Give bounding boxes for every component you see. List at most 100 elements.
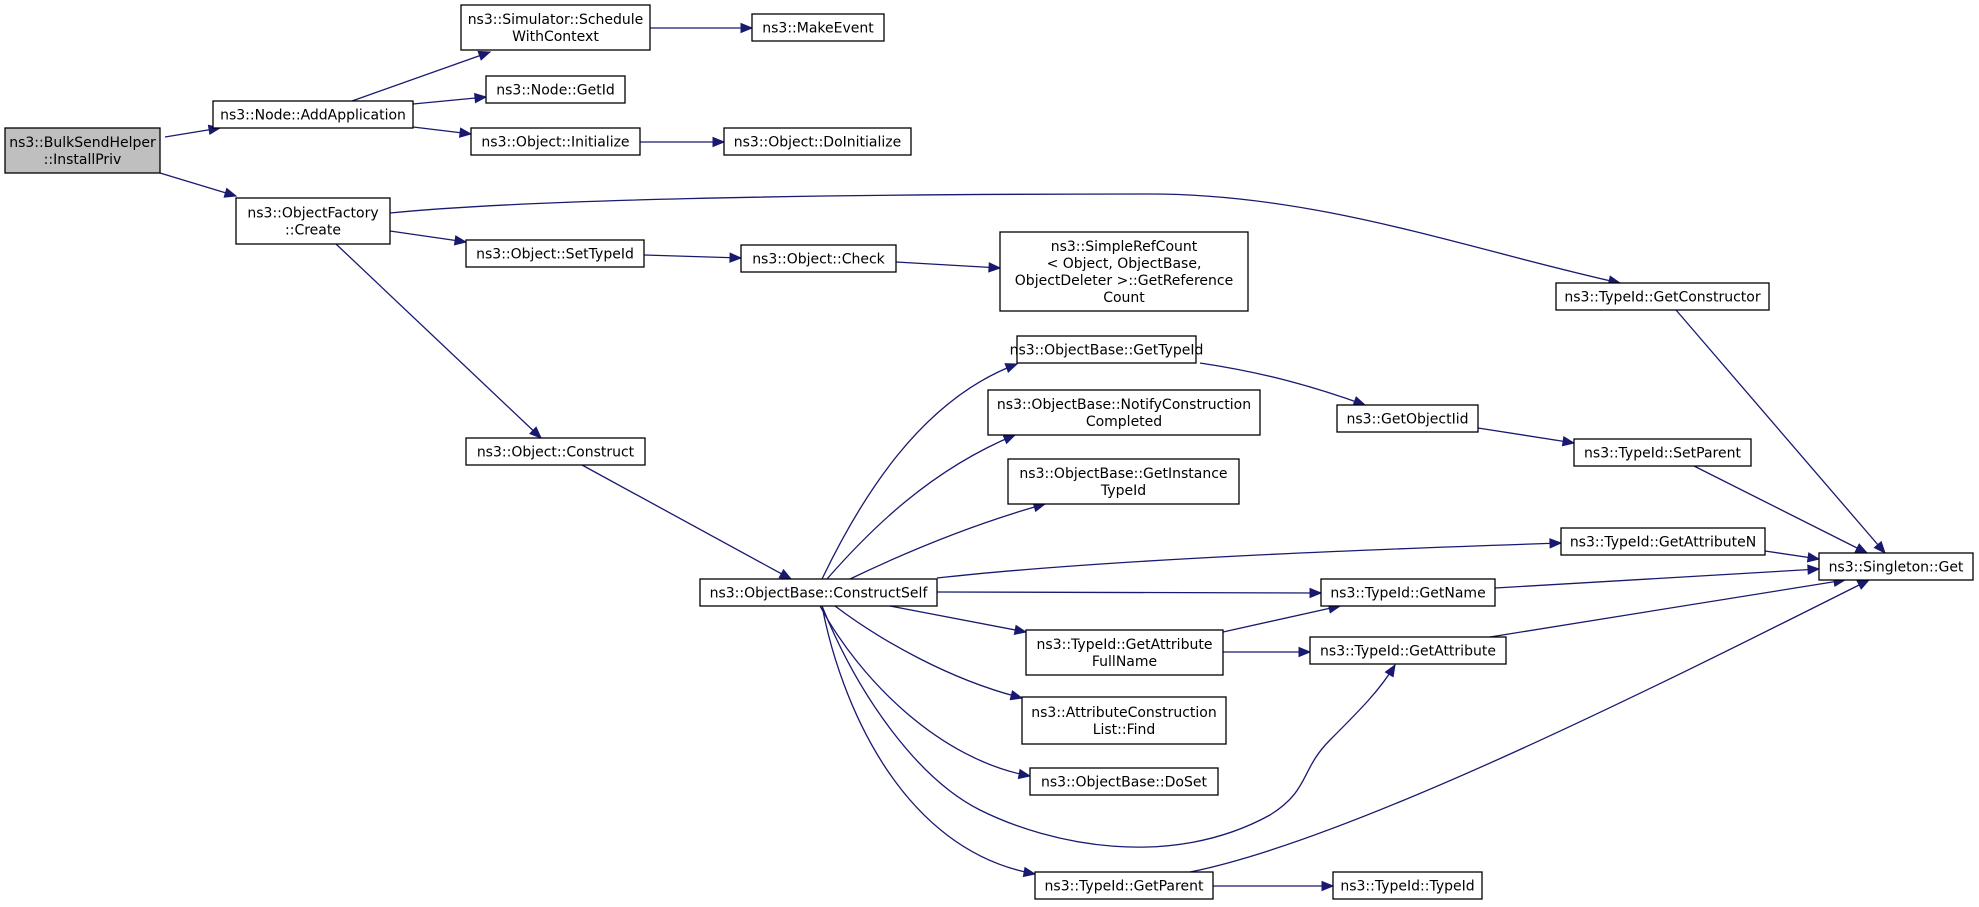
node-n18[interactable]: ns3::GetObjectIid	[1336, 404, 1479, 433]
node-box	[1007, 458, 1240, 505]
arrow-head	[1321, 880, 1335, 892]
node-n10[interactable]: ns3::Object::Check	[740, 244, 897, 273]
node-n19[interactable]: ns3::TypeId::SetParent	[1573, 438, 1752, 467]
edge-n23-n24	[1223, 646, 1312, 658]
arrow-head	[1873, 540, 1886, 555]
node-n13[interactable]: ns3::Object::Construct	[465, 437, 646, 466]
edge-n14-n20	[936, 538, 1563, 579]
node-n26[interactable]: ns3::ObjectBase::DoSet	[1029, 767, 1219, 796]
edge-n24-n21	[1489, 576, 1847, 638]
node-label: Count	[1103, 290, 1145, 306]
arrow-head	[712, 136, 726, 148]
node-label: List::Find	[1093, 722, 1156, 738]
arrow-head	[1309, 587, 1323, 599]
edge-n27-n21	[1189, 579, 1871, 873]
node-n2[interactable]: ns3::Node::AddApplication	[212, 100, 414, 129]
node-label: ns3::MakeEvent	[762, 21, 874, 37]
node-label: ns3::ObjectBase::GetTypeId	[1010, 343, 1204, 359]
node-n6[interactable]: ns3::Object::Initialize	[470, 127, 641, 156]
arrow-head	[529, 426, 542, 439]
arrow-head	[458, 127, 473, 138]
edge-line	[412, 96, 487, 105]
node-box	[470, 127, 641, 156]
arrow-head	[1384, 663, 1396, 678]
node-box	[465, 239, 645, 268]
edge-line	[159, 172, 237, 197]
arrow-head	[477, 50, 492, 61]
edge-n18-n19	[1477, 427, 1576, 447]
edge-line	[389, 230, 467, 243]
edge-line	[821, 605, 1036, 875]
node-n12[interactable]: ns3::TypeId::GetConstructor	[1555, 282, 1770, 311]
edge-n14-n23	[889, 605, 1028, 635]
node-label: ns3::ObjectFactory	[247, 206, 378, 222]
node-box	[1573, 438, 1752, 467]
node-n4[interactable]: ns3::MakeEvent	[751, 13, 885, 42]
node-box	[1555, 282, 1770, 311]
edge-line	[643, 254, 742, 259]
arrow-head	[1002, 434, 1017, 445]
node-box	[465, 437, 646, 466]
node-n9[interactable]: ns3::Object::SetTypeId	[465, 239, 645, 268]
node-n27[interactable]: ns3::TypeId::GetParent	[1034, 871, 1214, 900]
node-box	[1029, 767, 1219, 796]
node-n11[interactable]: ns3::SimpleRefCount< Object, ObjectBase,…	[999, 231, 1249, 312]
edge-n14-n16	[826, 434, 1017, 580]
edge-line	[1199, 362, 1366, 406]
arrow-head	[778, 568, 793, 580]
node-n24[interactable]: ns3::TypeId::GetAttribute	[1309, 636, 1507, 665]
edge-line	[1675, 309, 1886, 554]
arrow-head	[1009, 690, 1024, 701]
edge-n20-n21	[1764, 550, 1821, 563]
edge-n8-n9	[389, 230, 468, 246]
edge-line	[826, 434, 1016, 580]
edge-n2-n6	[412, 126, 473, 138]
node-label: FullName	[1092, 654, 1157, 670]
node-label: ns3::AttributeConstruction	[1031, 705, 1216, 721]
edges-layer	[159, 22, 1886, 892]
node-box	[740, 244, 897, 273]
arrow-head	[1004, 363, 1019, 373]
node-label: ObjectDeleter >::GetReference	[1015, 273, 1233, 289]
edge-line	[889, 605, 1027, 633]
node-label: ns3::ObjectBase::DoSet	[1041, 775, 1207, 791]
node-label: ns3::Object::Check	[752, 252, 885, 268]
node-n22[interactable]: ns3::TypeId::GetName	[1320, 578, 1496, 607]
node-n7[interactable]: ns3::Object::DoInitialize	[723, 127, 912, 156]
arrow-head	[1352, 396, 1367, 407]
node-label: ns3::Object::Initialize	[481, 135, 629, 151]
node-label: ns3::Node::GetId	[496, 83, 614, 99]
node-n20[interactable]: ns3::TypeId::GetAttributeN	[1560, 527, 1766, 556]
node-box	[1336, 404, 1479, 433]
node-label: ns3::ObjectBase::GetInstance	[1019, 466, 1227, 482]
node-n8[interactable]: ns3::ObjectFactory::Create	[235, 197, 391, 245]
node-n16[interactable]: ns3::ObjectBase::NotifyConstructionCompl…	[987, 389, 1261, 436]
arrow-head	[1856, 579, 1871, 590]
node-label: ns3::ObjectBase::ConstructSelf	[710, 586, 929, 602]
arrow-head	[1013, 624, 1028, 635]
arrow-head	[1807, 564, 1821, 575]
edge-n3-n4	[650, 22, 754, 34]
node-label: ns3::TypeId::TypeId	[1340, 879, 1474, 895]
node-n15[interactable]: ns3::ObjectBase::GetTypeId	[1010, 335, 1204, 364]
node-box	[212, 100, 414, 129]
arrow-head	[1561, 436, 1576, 447]
edge-n23-n22	[1222, 603, 1342, 633]
edge-n14-n25	[834, 605, 1024, 701]
node-n5[interactable]: ns3::Node::GetId	[485, 75, 626, 104]
node-n1[interactable]: ns3::BulkSendHelper::InstallPriv	[4, 127, 161, 174]
node-label: ns3::Object::Construct	[477, 445, 635, 461]
node-n28[interactable]: ns3::TypeId::TypeId	[1332, 871, 1483, 900]
node-label: ns3::TypeId::SetParent	[1584, 446, 1741, 462]
edge-line	[819, 605, 1031, 777]
arrow-head	[453, 235, 468, 246]
node-n21[interactable]: ns3::Singleton::Get	[1818, 552, 1974, 581]
node-box	[987, 389, 1261, 436]
arrow-head	[1022, 866, 1037, 878]
node-n14[interactable]: ns3::ObjectBase::ConstructSelf	[699, 578, 938, 607]
